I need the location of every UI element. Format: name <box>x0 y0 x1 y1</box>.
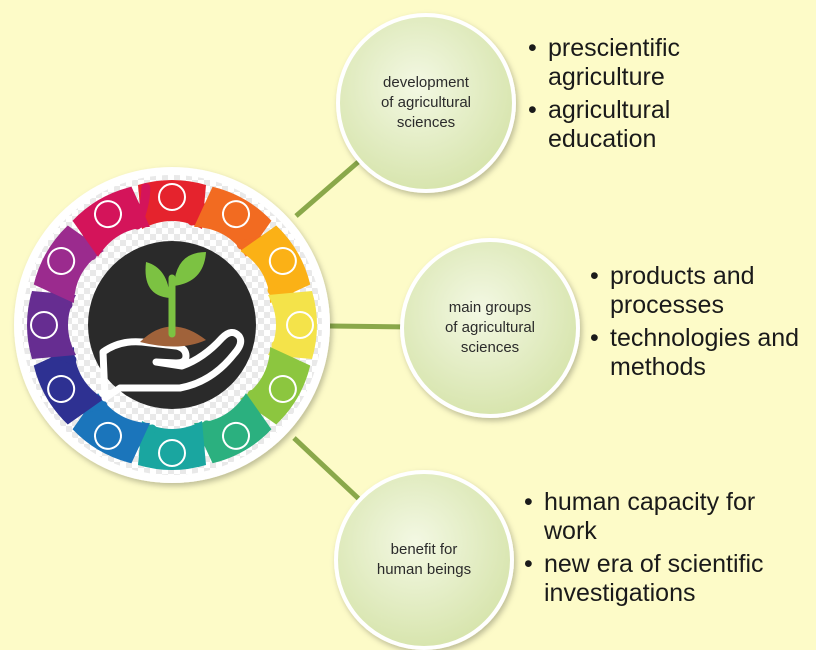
bullet-list-main-groups: products and processes technologies and … <box>590 262 799 386</box>
bullet-item: technologies and methods <box>590 324 799 382</box>
bullet-list-benefit: human capacity for work new era of scien… <box>524 488 764 612</box>
leaf-left-icon <box>145 262 170 298</box>
node-label-development: development of agricultural sciences <box>380 74 472 131</box>
person-figure <box>268 291 317 376</box>
person-figure <box>72 183 151 257</box>
bullet-item: new era of scientific investigations <box>524 550 764 608</box>
bullet-item: human capacity for work <box>524 488 764 546</box>
topic-bubble <box>334 470 514 650</box>
bullet-item: agricultural education <box>528 96 680 154</box>
node-label-main-groups: main groups of agricultural sciences <box>444 299 536 356</box>
topic-bubble <box>336 13 516 193</box>
people-circle-plant-in-hand-icon <box>14 167 330 483</box>
person-figure <box>240 225 314 304</box>
bullet-item: products and processes <box>590 262 799 320</box>
people-ring <box>27 180 317 470</box>
topic-bubble <box>400 238 580 418</box>
hand-icon <box>99 329 245 402</box>
connector-line <box>292 436 362 502</box>
bullet-list-development: prescientific agriculture agricultural e… <box>528 34 680 158</box>
node-label-benefit: benefit for human beings <box>376 541 472 578</box>
connectors <box>292 158 403 502</box>
connector-line <box>329 323 403 330</box>
leaf-right-icon <box>174 252 206 286</box>
connector-line <box>294 158 362 218</box>
bullet-item: prescientific agriculture <box>528 34 680 92</box>
topic-bubbles <box>334 13 580 650</box>
